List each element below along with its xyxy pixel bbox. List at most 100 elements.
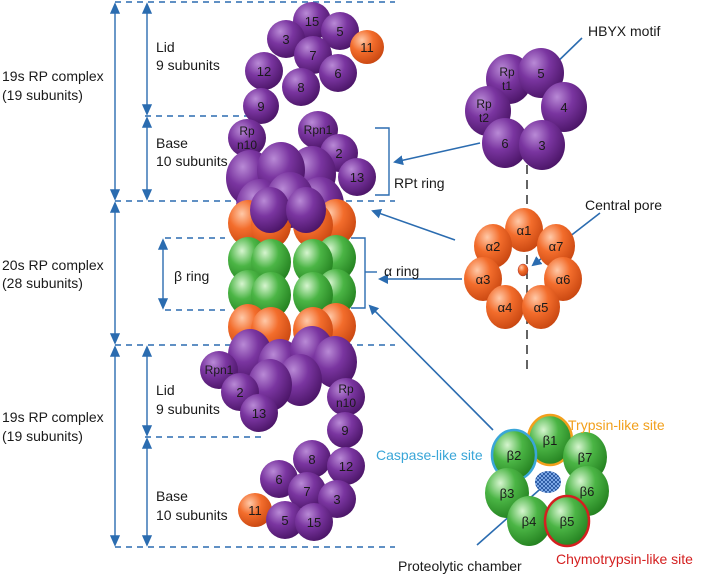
subunit-rpn10-bottom: [327, 378, 365, 416]
proteolytic-chamber-label: Proteolytic chamber: [398, 558, 522, 574]
label-b2: β2: [507, 448, 522, 463]
base-bottom-title: Base: [156, 488, 188, 504]
subunit-5-bottom: [266, 501, 304, 539]
lid-bottom: [200, 351, 365, 541]
caspase-site-label: Caspase-like site: [376, 447, 483, 463]
label-rpt-5: 5: [537, 66, 544, 81]
label-a4: α4: [498, 300, 513, 315]
subunit-9-bottom: [327, 412, 363, 448]
label-6-top: 6: [334, 66, 341, 81]
label-a3: α3: [476, 272, 491, 287]
label-rpt2: Rp: [476, 97, 492, 111]
label-13-bottom: 13: [252, 406, 266, 421]
label-b3: β3: [500, 486, 515, 501]
label-2-top: 2: [335, 146, 342, 161]
trypsin-site-label: Trypsin-like site: [568, 417, 665, 433]
rp19-bottom-title: 19s RP complex: [2, 409, 104, 425]
label-3-top: 3: [282, 32, 289, 47]
label-b1: β1: [543, 433, 558, 448]
label-rpn10-bottom: Rp: [338, 382, 354, 396]
rpt-ring-label: RPt ring: [394, 175, 445, 191]
chymotrypsin-site-label: Chymotrypsin-like site: [556, 551, 693, 567]
label-a5: α5: [534, 300, 549, 315]
lid-top-count: 9 subunits: [156, 57, 220, 73]
label-rpt2-2: t2: [479, 111, 489, 125]
rp19-bottom-count: (19 subunits): [2, 428, 83, 444]
lid-bottom-title: Lid: [156, 382, 175, 398]
label-a7: α7: [549, 239, 564, 254]
label-12-top: 12: [257, 64, 271, 79]
lid-top-title: Lid: [156, 39, 175, 55]
central-pore-label: Central pore: [585, 197, 663, 213]
subunit-5-top: [321, 12, 359, 50]
rp20-count: (28 subunits): [2, 275, 83, 291]
label-rpt-3: 3: [538, 138, 545, 153]
label-15-top: 15: [305, 14, 319, 29]
subunit-12-bottom: [327, 447, 365, 485]
hbyx-motif-label: HBYX motif: [588, 23, 661, 39]
beta-ring-inset: [485, 413, 609, 548]
label-rpn10-bottom-2: n10: [336, 396, 356, 410]
subunit-11-top: [350, 30, 384, 64]
rp19-top-count: (19 subunits): [2, 87, 83, 103]
span-arrows: [109, 2, 169, 547]
label-5-bottom: 5: [281, 513, 288, 528]
label-15-bottom: 15: [307, 515, 321, 530]
rp19-top-title: 19s RP complex: [2, 68, 104, 84]
label-9-bottom: 9: [341, 423, 348, 438]
label-rpn10-top-2: n10: [237, 138, 257, 152]
subunit-6-top: [319, 54, 357, 92]
subunit-11-bottom: [238, 493, 272, 527]
label-11-bottom: 11: [248, 503, 262, 518]
lid-bottom-count: 9 subunits: [156, 401, 220, 417]
subunit-15-bottom: [295, 503, 333, 541]
subunit-13-bottom: [240, 394, 278, 432]
label-b6: β6: [580, 484, 595, 499]
label-rpn1-top: Rpn1: [304, 123, 333, 137]
base-bottom-count: 10 subunits: [156, 507, 228, 523]
label-11-top: 11: [360, 40, 374, 55]
rpt-ring-inset: [465, 48, 587, 170]
base-top-count: 10 subunits: [156, 153, 228, 169]
label-7-top: 7: [309, 48, 316, 63]
subunit-13-top: [338, 158, 376, 196]
label-b4: β4: [522, 514, 537, 529]
base-top-title: Base: [156, 135, 188, 151]
label-12-bottom: 12: [339, 459, 353, 474]
lid-top: [228, 2, 384, 196]
label-rpn1-bottom: Rpn1: [205, 363, 234, 377]
subunit-8-top: [282, 68, 320, 106]
label-rpt1: Rp: [499, 65, 515, 79]
label-3-bottom: 3: [333, 492, 340, 507]
label-rpn10-top: Rp: [239, 124, 255, 138]
alpha-ring-inset: [464, 208, 582, 329]
alpha-ring-label: α ring: [384, 263, 420, 279]
label-b5: β5: [560, 514, 575, 529]
beta-ring-label: β ring: [174, 268, 210, 284]
subunit-rpn10-top: [228, 119, 266, 157]
subunit-3-bottom: [318, 480, 356, 518]
label-5-top: 5: [336, 24, 343, 39]
subunit-9-top: [243, 88, 279, 124]
rp20-title: 20s RP complex: [2, 257, 104, 273]
core-20s: [228, 187, 356, 353]
label-9-top: 9: [257, 99, 264, 114]
subunit-8-bottom: [293, 440, 331, 478]
label-a2: α2: [486, 239, 501, 254]
subunit-7-bottom: [288, 472, 326, 510]
central-pore: [517, 263, 529, 277]
label-7-bottom: 7: [303, 484, 310, 499]
subunit-12-top: [245, 52, 283, 90]
label-6-bottom: 6: [275, 472, 282, 487]
label-rpt-4: 4: [560, 100, 567, 115]
label-rpt-6: 6: [501, 136, 508, 151]
label-13-top: 13: [350, 170, 364, 185]
label-8-bottom: 8: [308, 452, 315, 467]
proteolytic-chamber-mesh: [535, 471, 561, 493]
base-bottom-rpt: [228, 326, 357, 411]
label-b7: β7: [578, 450, 593, 465]
label-a1: α1: [517, 223, 532, 238]
label-2-bottom: 2: [236, 385, 243, 400]
label-a6: α6: [556, 272, 571, 287]
